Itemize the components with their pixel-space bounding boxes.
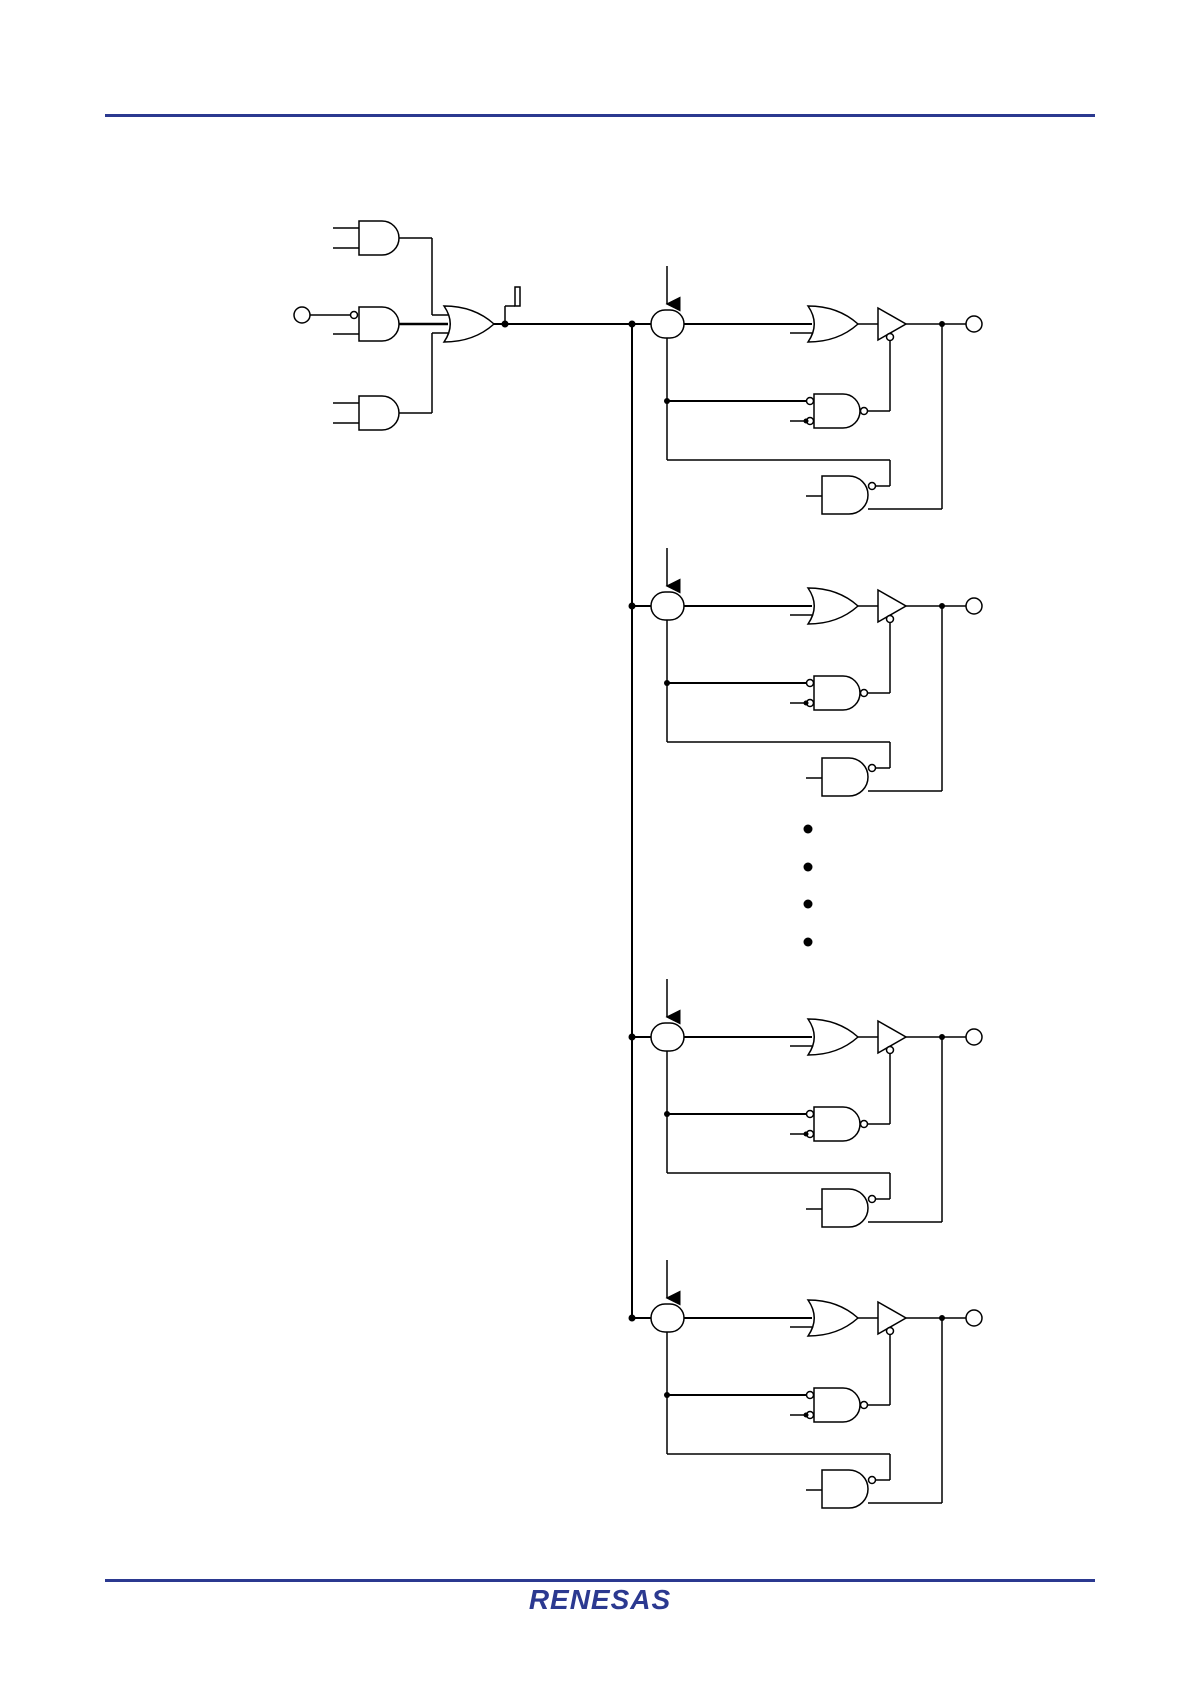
or-gate xyxy=(808,306,858,342)
nand-gate xyxy=(822,758,868,796)
and-gate xyxy=(359,396,399,430)
input-stage xyxy=(294,221,520,430)
selector-node xyxy=(651,592,684,620)
output-pin xyxy=(966,316,982,332)
output-block xyxy=(629,1260,983,1508)
or-gate xyxy=(808,588,858,624)
output-pin xyxy=(966,1029,982,1045)
nand-gate xyxy=(822,1189,868,1227)
inversion-bubble xyxy=(869,1196,876,1203)
and-gate xyxy=(359,307,399,341)
input-pin xyxy=(294,307,310,323)
output-blocks xyxy=(629,266,983,1508)
ellipsis-dot xyxy=(804,863,813,872)
nand-gate xyxy=(822,476,868,514)
nand-gate xyxy=(814,1388,860,1422)
nand-gate xyxy=(814,394,860,428)
ellipsis-dot xyxy=(804,825,813,834)
inversion-bubble xyxy=(887,616,894,623)
selector-node xyxy=(651,1304,684,1332)
nand-gate xyxy=(814,676,860,710)
inversion-bubble xyxy=(887,1047,894,1054)
ellipsis-dot xyxy=(804,900,813,909)
inversion-bubble xyxy=(869,765,876,772)
or-gate xyxy=(808,1300,858,1336)
and-gate xyxy=(359,221,399,255)
selector-node xyxy=(651,1023,684,1051)
inversion-bubble xyxy=(807,398,814,405)
inversion-bubble xyxy=(861,690,868,697)
main-bus xyxy=(494,324,651,1318)
inversion-bubble xyxy=(887,334,894,341)
selector-node xyxy=(651,310,684,338)
inversion-bubble xyxy=(861,1402,868,1409)
pulse-marker xyxy=(515,287,520,306)
nand-gate xyxy=(822,1470,868,1508)
inversion-bubble xyxy=(861,1121,868,1128)
logo-text: RENESAS xyxy=(529,1584,671,1615)
inversion-bubble xyxy=(869,1477,876,1484)
junction-dot xyxy=(804,701,809,706)
or-gate xyxy=(444,306,494,342)
vertical-ellipsis xyxy=(804,825,813,947)
inversion-bubble xyxy=(869,483,876,490)
junction-dot xyxy=(629,321,636,328)
renesas-logo: RENESAS xyxy=(510,1582,690,1616)
inversion-bubble xyxy=(807,1392,814,1399)
junction-dot xyxy=(804,1413,809,1418)
inversion-bubble xyxy=(861,408,868,415)
inversion-bubble xyxy=(351,312,358,319)
nand-gate xyxy=(814,1107,860,1141)
junction-dot xyxy=(804,1132,809,1137)
or-gate xyxy=(808,1019,858,1055)
ellipsis-dot xyxy=(804,938,813,947)
inversion-bubble xyxy=(807,1111,814,1118)
output-pin xyxy=(966,1310,982,1326)
junction-dot xyxy=(804,419,809,424)
inversion-bubble xyxy=(807,680,814,687)
output-block xyxy=(629,979,983,1227)
inversion-bubble xyxy=(887,1328,894,1335)
output-pin xyxy=(966,598,982,614)
output-block xyxy=(629,266,983,514)
output-block xyxy=(629,548,983,796)
